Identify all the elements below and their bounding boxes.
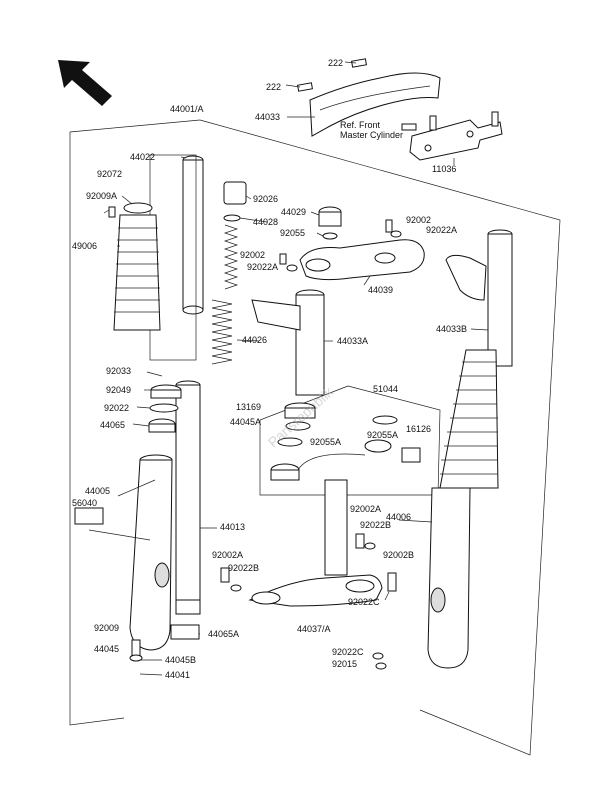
label-44065: 44065 xyxy=(100,420,125,430)
label-92072: 92072 xyxy=(97,169,122,179)
label-44006: 44006 xyxy=(386,512,411,522)
label-92002a-left: 92002A xyxy=(212,550,243,560)
label-44065a: 44065A xyxy=(208,629,239,639)
label-92015: 92015 xyxy=(332,659,357,669)
label-ref-front: Ref. Front xyxy=(340,120,381,130)
label-92026: 92026 xyxy=(253,194,278,204)
fork-assembly-right xyxy=(427,229,513,669)
label-44041: 44041 xyxy=(165,670,190,680)
label-92055a-right: 92055A xyxy=(367,430,398,440)
label-92009: 92009 xyxy=(94,623,119,633)
label-44005: 44005 xyxy=(85,486,110,496)
label-49006: 49006 xyxy=(72,241,97,251)
label-44022: 44022 xyxy=(130,152,155,162)
label-44033b: 44033B xyxy=(436,324,467,334)
label-ref-master-cylinder: Master Cylinder xyxy=(340,130,403,140)
label-44033a: 44033A xyxy=(337,336,368,346)
label-44033: 44033 xyxy=(255,112,280,122)
fork-slider-left xyxy=(74,454,173,651)
label-92002-center: 92002 xyxy=(240,250,265,260)
label-92022c-mid: 92022C xyxy=(348,597,380,607)
upper-bracket xyxy=(299,206,425,281)
label-56040: 56040 xyxy=(72,498,97,508)
label-92009a: 92009A xyxy=(86,191,117,201)
fork-tube-left xyxy=(149,154,204,361)
label-222-top: 222 xyxy=(328,58,343,68)
label-44045b: 44045B xyxy=(165,655,196,665)
front-direction-arrow xyxy=(58,60,112,106)
label-11036: 11036 xyxy=(432,164,456,174)
label-51044: 51044 xyxy=(373,384,398,394)
cable-bracket xyxy=(401,111,503,161)
label-92022b-left: 92022B xyxy=(228,563,259,573)
label-44001a: 44001/A xyxy=(170,104,204,114)
handlebar-holder xyxy=(297,58,441,137)
label-44013: 44013 xyxy=(220,522,245,532)
label-44039: 44039 xyxy=(368,285,393,295)
damper-rod xyxy=(170,380,201,640)
label-16126: 16126 xyxy=(406,424,431,434)
label-44028: 44028 xyxy=(253,217,278,227)
label-44026: 44026 xyxy=(242,335,267,345)
label-92055: 92055 xyxy=(280,228,305,238)
fork-tube-center xyxy=(251,289,325,396)
label-92022b-right: 92022B xyxy=(360,520,391,530)
label-13169: 13169 xyxy=(236,402,261,412)
leader-lines xyxy=(88,61,489,676)
label-92022c-bottom: 92022C xyxy=(332,647,364,657)
assembly-outline xyxy=(69,119,561,756)
label-92022: 92022 xyxy=(104,403,129,413)
seal-stack-left xyxy=(148,384,182,433)
label-92055a-left: 92055A xyxy=(310,437,341,447)
label-222-mid: 222 xyxy=(266,82,281,92)
part-labels: 222 222 44033 Ref. Front Master Cylinder… xyxy=(72,58,467,680)
label-92002-right: 92002 xyxy=(406,215,431,225)
label-92002b: 92002B xyxy=(383,550,414,560)
steering-bearing-set xyxy=(259,385,441,496)
label-92033: 92033 xyxy=(106,366,131,376)
label-92022a-right: 92022A xyxy=(426,225,457,235)
lower-bracket xyxy=(248,479,383,607)
label-44037a: 44037/A xyxy=(297,624,331,634)
label-92022a-center: 92022A xyxy=(247,262,278,272)
label-44045: 44045 xyxy=(94,644,119,654)
fasteners xyxy=(108,206,402,670)
label-92002a-right: 92002A xyxy=(350,504,381,514)
spring-spacer xyxy=(223,181,247,222)
label-44029: 44029 xyxy=(281,207,306,217)
label-44045a: 44045A xyxy=(230,417,261,427)
label-92049: 92049 xyxy=(106,385,131,395)
fork-boot-left xyxy=(113,202,161,331)
fork-spring xyxy=(211,224,239,365)
